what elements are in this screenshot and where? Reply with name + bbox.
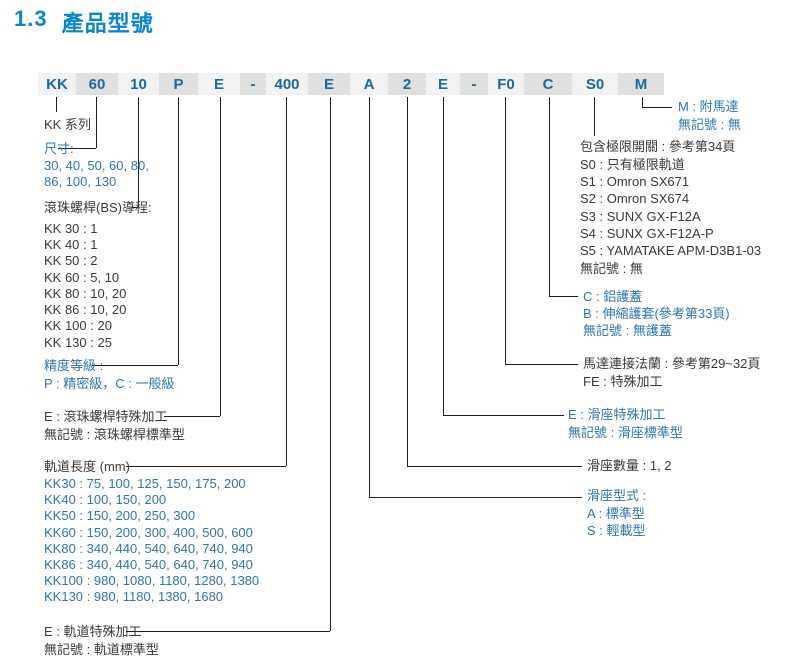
block-special-1: E : 滑座特殊加工 xyxy=(568,407,666,422)
size-title: 尺寸: xyxy=(44,141,74,156)
limit-switch-item: S2 : Omron SX674 xyxy=(580,191,690,206)
block-type-a: A : 標準型 xyxy=(587,506,645,521)
connector-line xyxy=(594,97,595,136)
lead-item: KK 100 : 20 xyxy=(44,318,112,333)
rail-length-item: KK86 : 340, 440, 540, 640, 740, 940 xyxy=(44,557,253,572)
connector-line xyxy=(56,97,57,112)
cover-option-2: B : 伸縮護套(參考第33頁) xyxy=(583,306,730,321)
connector-line xyxy=(369,497,582,498)
connector-line xyxy=(505,97,506,364)
rail-length-item: KK60 : 150, 200, 300, 400, 500, 600 xyxy=(44,525,253,540)
lead-item: KK 80 : 10, 20 xyxy=(44,286,127,301)
limit-switch-item: S1 : Omron SX671 xyxy=(580,174,690,189)
connector-line xyxy=(96,97,97,148)
accuracy-values: P : 精密級，C : 一般級 xyxy=(44,376,175,391)
model-segment-kk: KK xyxy=(38,73,76,95)
connector-line xyxy=(131,207,138,208)
connector-line xyxy=(407,97,408,466)
flange-note-2: FE : 特殊加工 xyxy=(583,374,663,389)
size-values-2: 86, 100, 130 xyxy=(44,174,117,189)
lead-item: KK 60 : 5, 10 xyxy=(44,270,120,285)
rail-length-item: KK30 : 75, 100, 125, 150, 175, 200 xyxy=(44,476,246,491)
model-segment-2: 2 xyxy=(388,73,426,95)
connector-line xyxy=(505,364,578,365)
rail-length-item: KK100 : 980, 1080, 1180, 1280, 1380 xyxy=(44,573,260,588)
connector-line xyxy=(549,97,550,296)
connector-line xyxy=(642,107,672,108)
connector-line xyxy=(220,97,221,416)
model-segment-10: 10 xyxy=(118,73,159,95)
connector-line xyxy=(164,416,220,417)
accuracy-title: 精度等級 : xyxy=(44,358,104,373)
ballscrew-special-1: E : 滾珠螺桿特殊加工 xyxy=(44,409,168,424)
model-segment-c: C xyxy=(524,73,572,95)
limit-switch-item: 無記號 : 無 xyxy=(580,261,643,276)
lead-item: KK 30 : 1 xyxy=(44,221,98,236)
model-segment-e3: E xyxy=(426,73,460,95)
lead-item: KK 40 : 1 xyxy=(44,237,98,252)
rail-length-title: 軌道長度 (mm) xyxy=(44,459,130,474)
section-number: 1.3 xyxy=(14,6,48,31)
lead-item: KK 86 : 10, 20 xyxy=(44,302,127,317)
limit-switch-item: S0 : 只有極限軌道 xyxy=(580,157,685,172)
connector-line xyxy=(330,97,331,631)
flange-note-1: 馬達連接法蘭 : 參考第29~32頁 xyxy=(583,356,761,371)
connector-line xyxy=(126,466,286,467)
model-segment-60: 60 xyxy=(76,73,118,95)
cover-option-1: C : 鋁護蓋 xyxy=(583,289,643,304)
model-segment-a: A xyxy=(350,73,388,95)
model-segment-p: P xyxy=(159,73,198,95)
connector-line xyxy=(443,415,564,416)
model-segment-dash2: - xyxy=(460,73,488,95)
connector-line xyxy=(92,365,178,366)
page-title: 1.3 產品型號 xyxy=(14,6,154,38)
series-label: KK 系列 xyxy=(44,117,91,132)
connector-line xyxy=(126,631,330,632)
connector-line xyxy=(407,466,582,467)
block-type-title: 滑座型式 : xyxy=(587,488,647,503)
cover-option-3: 無記號 : 無護蓋 xyxy=(583,323,672,338)
limit-switch-item: S4 : SUNX GX-F12A-P xyxy=(580,226,714,241)
size-values-1: 30, 40, 50, 60, 80, xyxy=(44,158,149,173)
connector-line xyxy=(369,97,370,497)
ballscrew-special-2: 無記號 : 滾珠螺桿標準型 xyxy=(44,427,185,442)
rail-length-item: KK80 : 340, 440, 540, 640, 740, 940 xyxy=(44,541,253,556)
lead-item: KK 130 : 25 xyxy=(44,335,112,350)
block-qty: 滑座數量 : 1, 2 xyxy=(587,458,672,473)
section-title: 產品型號 xyxy=(61,11,154,36)
lead-item: KK 50 : 2 xyxy=(44,253,98,268)
connector-line xyxy=(549,296,578,297)
rail-length-item: KK40 : 100, 150, 200 xyxy=(44,492,167,507)
model-segment-s0: S0 xyxy=(572,73,618,95)
connector-line xyxy=(178,97,179,365)
model-segment-f0: F0 xyxy=(488,73,524,95)
block-type-s: S : 輕載型 xyxy=(587,523,646,538)
connector-line xyxy=(286,97,287,466)
motor-option-1: M : 附馬達 xyxy=(678,99,739,114)
connector-line xyxy=(138,97,139,207)
rail-length-item: KK130 : 980, 1180, 1380, 1680 xyxy=(44,589,224,604)
model-segment-m: M xyxy=(618,73,664,95)
connector-line xyxy=(642,97,643,107)
rail-length-item: KK50 : 150, 200, 250, 300 xyxy=(44,508,196,523)
rail-special-2: 無記號 : 軌道標準型 xyxy=(44,642,159,657)
motor-option-2: 無記號 : 無 xyxy=(678,117,741,132)
model-segment-e1: E xyxy=(198,73,240,95)
lead-title: 滾珠螺桿(BS)導程: xyxy=(44,200,152,215)
limit-switch-title: 包含極限開關 : 參考第34頁 xyxy=(580,139,736,154)
limit-switch-item: S5 : YAMATAKE APM-D3B1-03 xyxy=(580,243,762,258)
rail-special-1: E : 軌道特殊加工 xyxy=(44,624,142,639)
model-segment-400: 400 xyxy=(266,73,308,95)
connector-line xyxy=(58,148,96,149)
block-special-2: 無記號 : 滑座標準型 xyxy=(568,425,683,440)
connector-line xyxy=(443,97,444,415)
model-segment-e2: E xyxy=(308,73,350,95)
limit-switch-item: S3 : SUNX GX-F12A xyxy=(580,209,701,224)
model-segment-dash1: - xyxy=(240,73,266,95)
